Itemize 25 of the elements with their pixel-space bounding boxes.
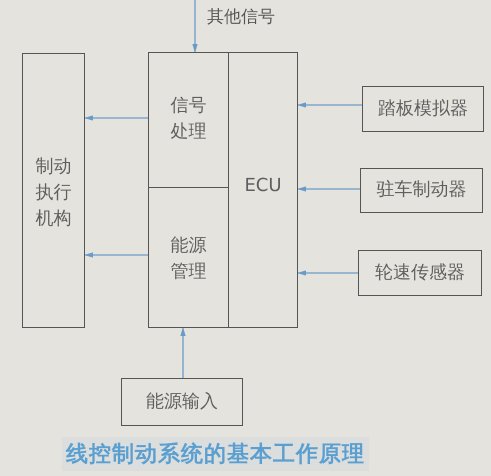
process-box <box>148 52 229 188</box>
process-box <box>228 52 298 328</box>
node-label: 轮速传感器 <box>375 260 465 285</box>
arrow <box>84 115 148 121</box>
caption: 线控制动系统的基本工作原理 <box>62 437 369 471</box>
arrow <box>297 102 362 108</box>
process-box <box>148 187 229 328</box>
arrow <box>84 252 148 258</box>
node-label: 能源输入 <box>146 390 218 414</box>
input-box <box>121 378 243 426</box>
node-label: 信号处理 <box>170 94 208 144</box>
arrow <box>297 186 360 192</box>
node-label: 制动执行机构 <box>34 155 72 232</box>
vertical-box <box>22 53 85 328</box>
edge-label: 其他信号 <box>207 6 275 28</box>
node-label: ECU <box>244 174 282 198</box>
input-box <box>362 86 484 132</box>
node-label: 踏板模拟器 <box>378 96 468 121</box>
node-label: 能源管理 <box>170 234 208 284</box>
input-box <box>358 250 482 296</box>
node-label: 驻车制动器 <box>376 178 466 202</box>
arrow <box>297 270 358 276</box>
input-box <box>360 168 483 213</box>
arrow <box>180 327 186 378</box>
arrow <box>192 0 198 53</box>
